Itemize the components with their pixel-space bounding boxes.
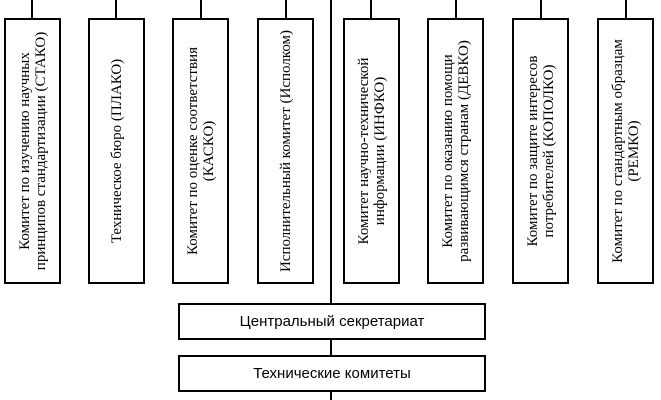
connector-stub xyxy=(540,0,542,19)
technical-committees-label: Технические комитеты xyxy=(253,365,411,382)
central-secretariat-box: Центральный секретариат xyxy=(178,303,486,340)
committee-label: Комитет по стандартным образцам (РЕМКО) xyxy=(609,39,642,263)
connector-stub xyxy=(200,0,202,19)
connector-stub xyxy=(455,0,457,19)
committee-label: Комитет по оценке соответствия (КАСКО) xyxy=(184,47,217,255)
committee-box-kopolko: Комитет по защите интересов потребителей… xyxy=(512,18,569,284)
trunk-line-bottom xyxy=(330,391,332,400)
main-trunk-line xyxy=(330,0,332,304)
committee-box-kasko: Комитет по оценке соответствия (КАСКО) xyxy=(172,18,229,284)
connector-stub xyxy=(370,0,372,19)
committee-box-infko: Комитет научно-технической информации (И… xyxy=(343,18,400,284)
connector-stub xyxy=(31,0,33,19)
committee-label: Комитет по оказанию помощи развивающимся… xyxy=(439,40,472,262)
committee-box-stako: Комитет по изучению научных принципов ст… xyxy=(4,18,61,284)
committee-box-ispolkom: Исполнительный комитет (Исполком) xyxy=(257,18,314,284)
trunk-line-mid xyxy=(330,339,332,356)
committee-label: Комитет научно-технической информации (И… xyxy=(355,57,388,245)
connector-stub xyxy=(285,0,287,19)
committee-box-plako: Техническое бюро (ПЛАКО) xyxy=(88,18,145,284)
committee-label: Комитет по изучению научных принципов ст… xyxy=(16,31,49,271)
connector-stub xyxy=(115,0,117,19)
committee-box-remko: Комитет по стандартным образцам (РЕМКО) xyxy=(597,18,654,284)
committee-label: Исполнительный комитет (Исполком) xyxy=(277,29,294,273)
technical-committees-box: Технические комитеты xyxy=(178,355,486,392)
committee-box-devko: Комитет по оказанию помощи развивающимся… xyxy=(427,18,484,284)
connector-stub xyxy=(625,0,627,19)
committee-label: Техническое бюро (ПЛАКО) xyxy=(108,58,125,244)
central-secretariat-label: Центральный секретариат xyxy=(239,313,425,330)
committee-label: Комитет по защите интересов потребителей… xyxy=(524,55,557,247)
